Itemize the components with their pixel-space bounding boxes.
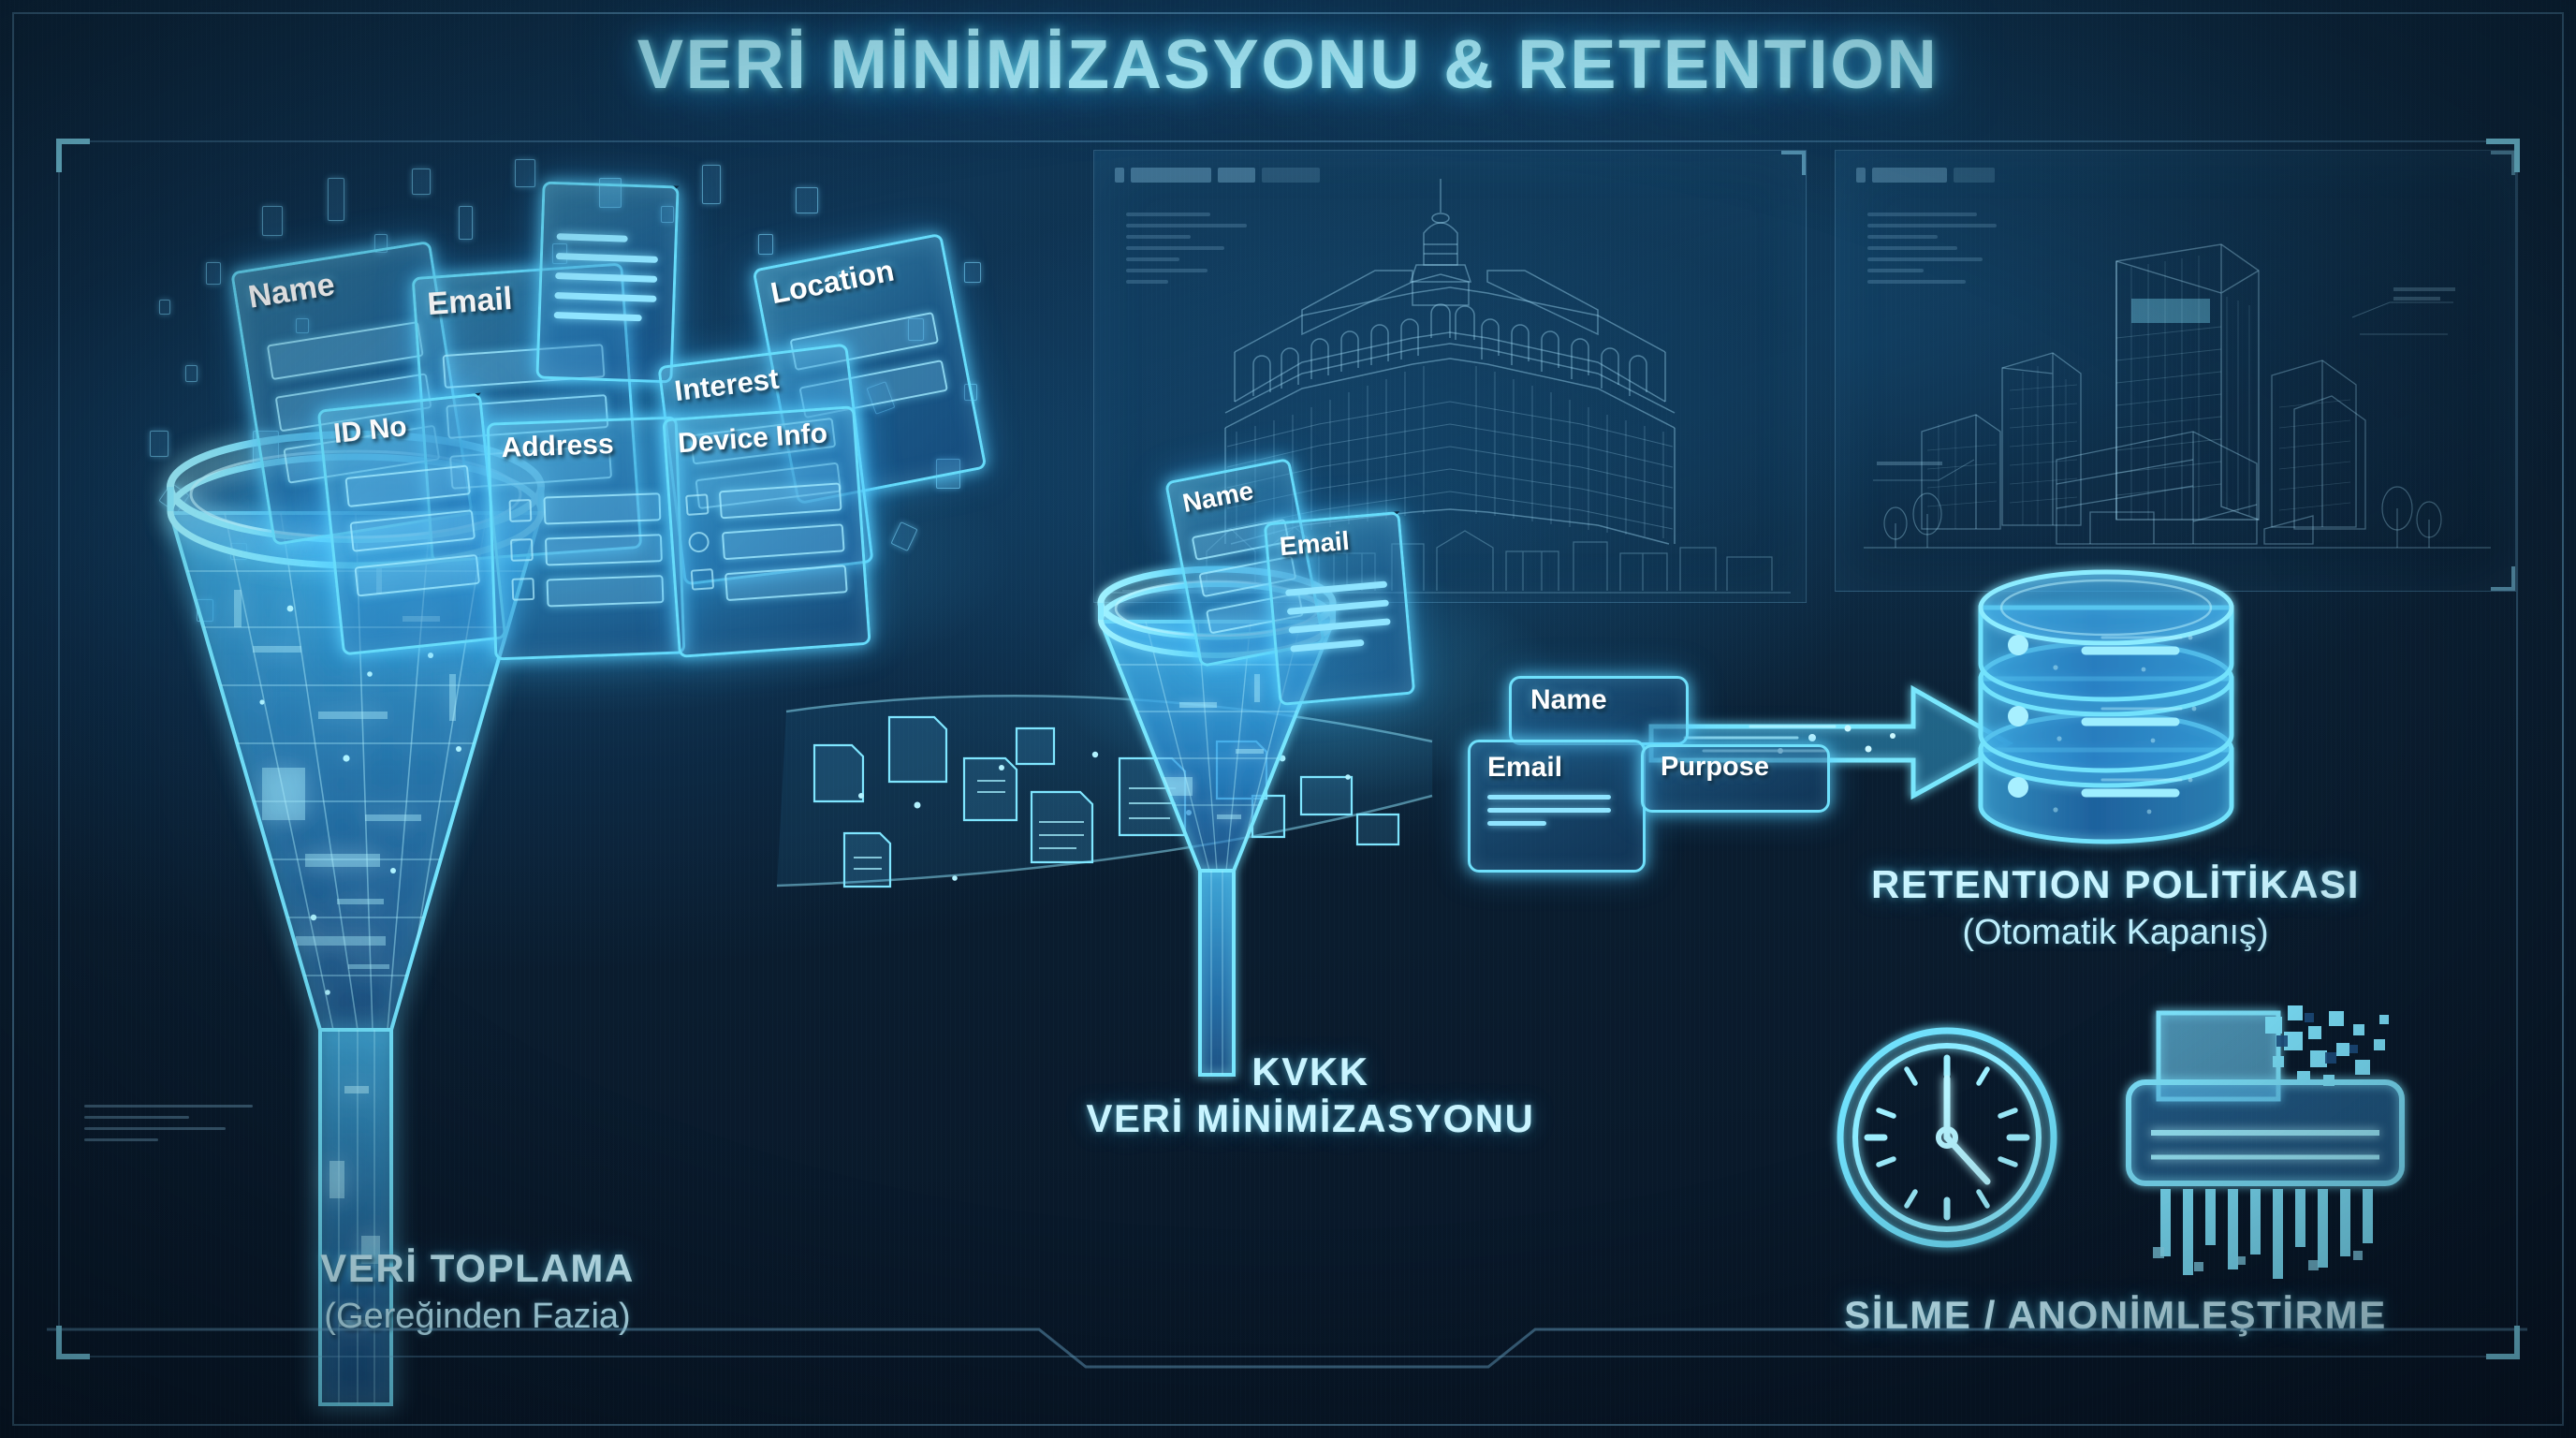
data-card-label: Name: [1179, 476, 1256, 519]
frame-corner-top-left: [56, 139, 90, 172]
stage-title-line2: VERİ MİNİMİZASYONU: [1086, 1095, 1535, 1140]
frame-corner-bottom-right: [2486, 1326, 2520, 1359]
data-card-rows: [344, 464, 481, 597]
city-skyline-wireframe: [1864, 243, 2491, 549]
clock-icon: [1837, 1027, 2057, 1248]
data-card-label: Email: [1278, 525, 1351, 562]
panel-header-bar: [1856, 168, 1995, 183]
data-card-id-no[interactable]: ID No: [316, 392, 507, 656]
data-card-device-info[interactable]: Device Info: [662, 405, 871, 658]
stage-label-collect: VERİ TOPLAMA (Gereğinden Fazia): [131, 1245, 824, 1338]
stage-title: VERİ TOPLAMA: [320, 1246, 635, 1290]
chip-label: Purpose: [1661, 752, 1770, 782]
retained-chip-name[interactable]: Name: [1509, 676, 1689, 745]
hud-tick-marks: [84, 1105, 253, 1150]
stage-label-minimize: KVKK VERİ MİNİMİZASYONU: [955, 1049, 1666, 1141]
chip-label: Email: [1487, 752, 1563, 783]
data-card-rows: [718, 482, 848, 602]
panel-text-lines: [1126, 213, 1266, 291]
data-card-label: Device Info: [677, 418, 829, 460]
stage-subtitle: (Gereğinden Fazia): [324, 1296, 631, 1336]
doc-lines: [1285, 580, 1393, 653]
retained-card-email[interactable]: Email: [1263, 511, 1416, 706]
data-card-label: Address: [501, 428, 615, 464]
doc-glyph-stack: [685, 493, 715, 591]
doc-lines: [553, 233, 659, 322]
retained-chip-purpose[interactable]: Purpose: [1641, 744, 1830, 813]
stage-label-disposal: SİLME / ANONİMLEŞTİRME: [1741, 1292, 2490, 1339]
classical-building-wireframe: [1107, 179, 1791, 594]
page-title: VERİ MİNİMİZASYONU & RETENTION: [637, 25, 1939, 103]
stage-subtitle: (Otomatik Kapanış): [1962, 912, 2269, 952]
retained-chip-email[interactable]: Email: [1468, 740, 1646, 873]
stage-title: SİLME / ANONİMLEŞTİRME: [1844, 1293, 2387, 1337]
data-card-label: ID No: [331, 411, 409, 450]
data-card-blank-top: [535, 181, 680, 384]
panel-header-bar: [1115, 168, 1320, 183]
stage-title: RETENTION POLİTİKASI: [1870, 862, 2360, 906]
panel-text-lines: [1867, 213, 2008, 291]
chip-lines: [1487, 795, 1611, 826]
stage-title-line1: KVKK: [1251, 1049, 1369, 1093]
hud-panel-city: [1835, 150, 2516, 592]
stage-label-retention: RETENTION POLİTİKASI (Otomatik Kapanış): [1741, 861, 2490, 954]
data-card-address[interactable]: Address: [486, 416, 686, 661]
chip-label: Name: [1530, 684, 1607, 715]
database-cylinder-icon: [1978, 569, 2234, 844]
shredder-icon: [2126, 1005, 2405, 1279]
frame-corner-bottom-left: [56, 1326, 90, 1359]
data-card-label: Interest: [672, 361, 782, 408]
data-card-rows: [543, 492, 665, 608]
doc-glyph-stack: [508, 499, 535, 601]
